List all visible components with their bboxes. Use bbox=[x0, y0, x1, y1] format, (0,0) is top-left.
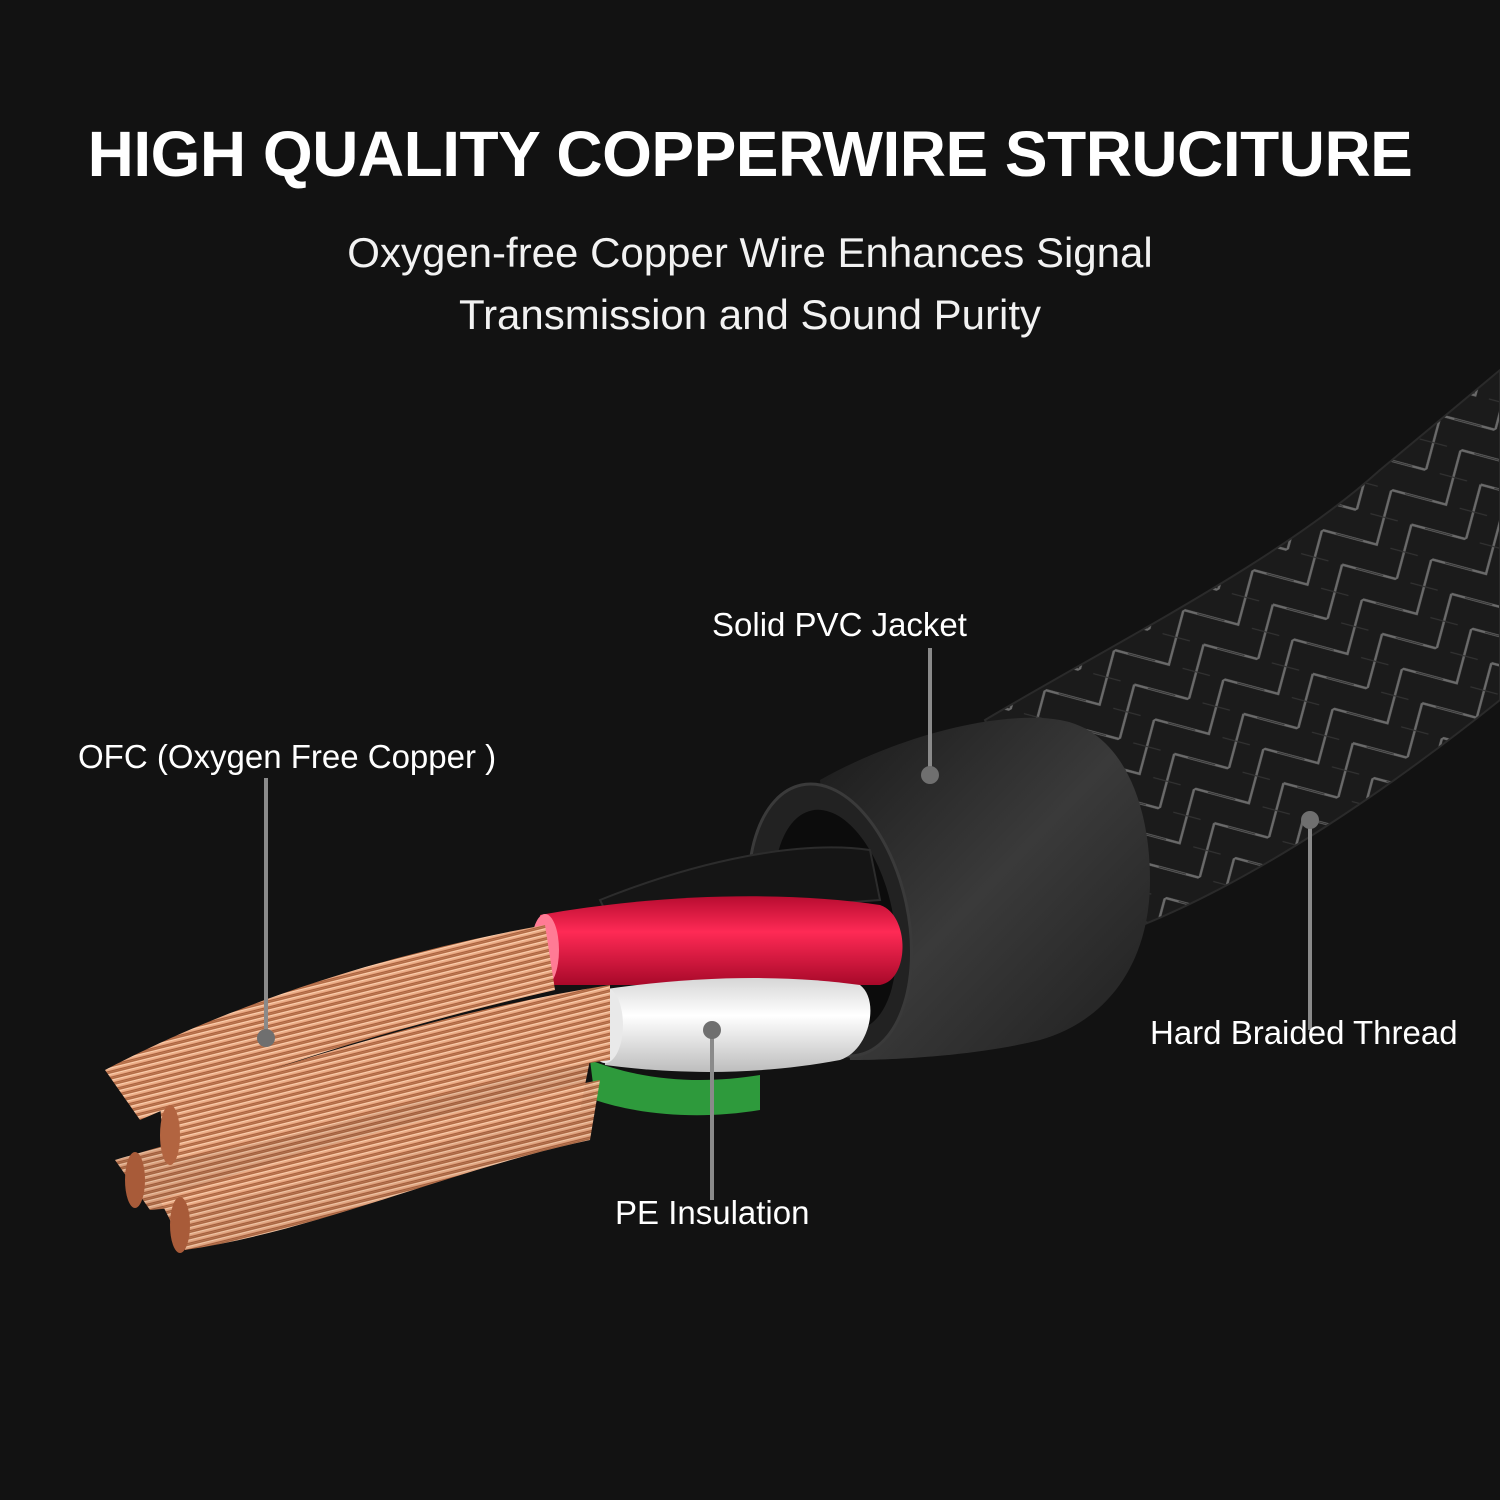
callout-ofc-pointer bbox=[257, 778, 275, 1047]
copper-strands bbox=[105, 925, 610, 1253]
red-wire bbox=[540, 896, 903, 985]
green-wire bbox=[590, 1060, 760, 1116]
callout-braid-pointer bbox=[1301, 811, 1319, 1030]
callout-label-pvc-jacket: Solid PVC Jacket bbox=[712, 606, 967, 643]
callout-label-braided-thread: Hard Braided Thread bbox=[1150, 1014, 1458, 1051]
callout-label-pe-insulation: PE Insulation bbox=[615, 1194, 810, 1231]
white-wire bbox=[600, 978, 871, 1072]
subtitle-line-1: Oxygen-free Copper Wire Enhances Signal bbox=[347, 229, 1153, 276]
subtitle: Oxygen-free Copper Wire Enhances Signal … bbox=[0, 222, 1500, 346]
callout-pvc-pointer bbox=[921, 648, 939, 784]
callout-pe-pointer bbox=[703, 1021, 721, 1200]
page-title: HIGH QUALITY COPPERWIRE STRUCITURE bbox=[87, 118, 1413, 190]
subtitle-line-2: Transmission and Sound Purity bbox=[458, 291, 1042, 338]
callout-label-ofc: OFC (Oxygen Free Copper ) bbox=[78, 738, 497, 775]
